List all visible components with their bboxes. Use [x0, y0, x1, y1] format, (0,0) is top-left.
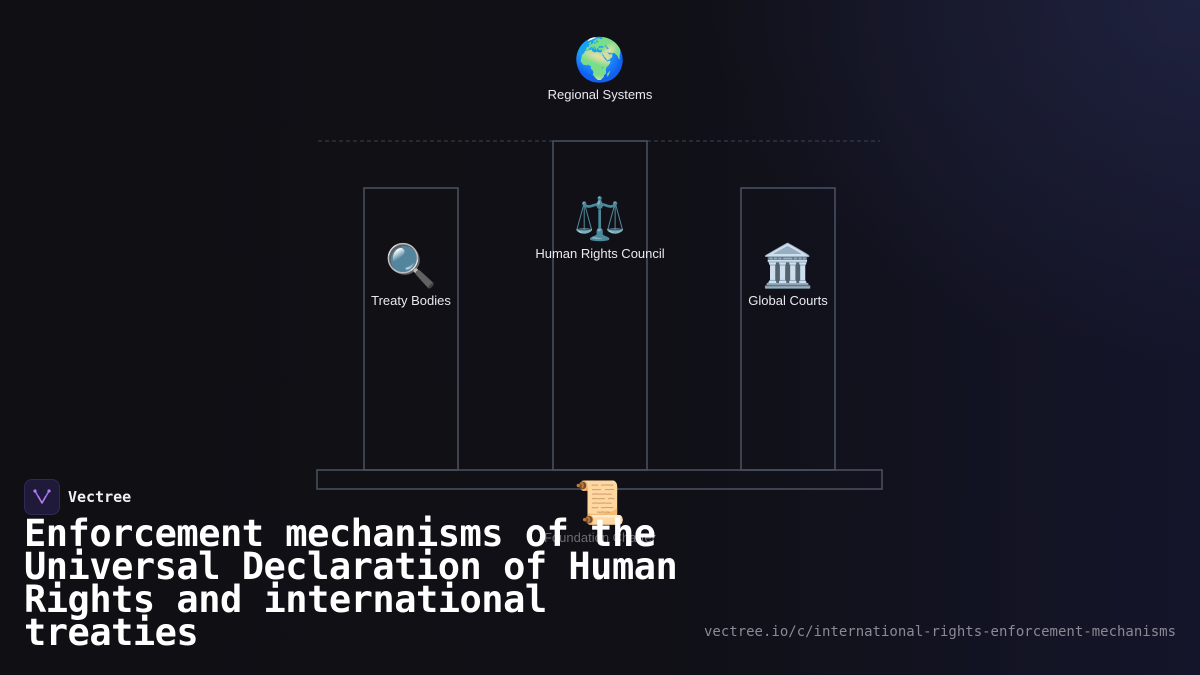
node-regional-systems: 🌍 Regional Systems [548, 35, 653, 102]
node-label: Regional Systems [547, 87, 653, 102]
page-url[interactable]: vectree.io/c/international-rights-enforc… [703, 624, 1176, 640]
pillar-left [363, 187, 459, 471]
brand: Vectree [24, 479, 131, 515]
node-label: Treaty Bodies [371, 293, 451, 308]
magnifier-icon: 🔍 [384, 242, 438, 289]
node-label: Foundation Charter [543, 530, 657, 545]
brand-name: Vectree [68, 488, 132, 506]
node-label: Global Courts [748, 293, 828, 308]
scales-icon: ⚖️ [573, 195, 627, 242]
foundation-base [316, 469, 883, 490]
node-treaty-bodies: 🔍 Treaty Bodies [371, 241, 451, 308]
pillar-center [552, 140, 648, 471]
node-human-rights-council: ⚖️ Human Rights Council [535, 194, 664, 261]
globe-icon: 🌍 [573, 36, 627, 83]
node-foundation-charter: 📜 Foundation Charter [544, 478, 656, 545]
courthouse-icon: 🏛️ [761, 242, 815, 289]
vectree-logo-icon [24, 479, 60, 515]
page-title: Enforcement mechanisms of the Universal … [24, 512, 678, 654]
pillar-right [740, 187, 836, 471]
node-label: Human Rights Council [535, 246, 665, 261]
scroll-icon: 📜 [573, 479, 627, 526]
node-global-courts: 🏛️ Global Courts [748, 241, 827, 308]
